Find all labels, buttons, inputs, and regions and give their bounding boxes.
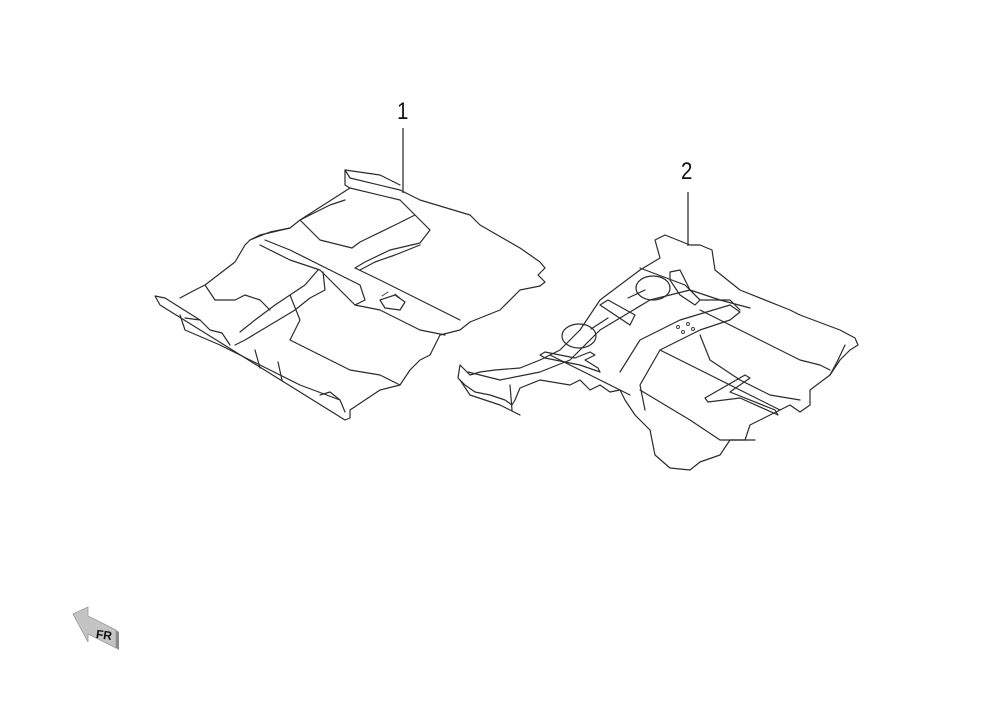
front-direction-badge: [72, 606, 119, 650]
callout-label-1: 1: [397, 98, 409, 125]
front-direction-label: FR: [95, 626, 113, 644]
callout-label-2: 2: [681, 158, 693, 185]
part-2-rear-floor: [457, 234, 859, 471]
part-1-front-floor: [154, 169, 546, 421]
